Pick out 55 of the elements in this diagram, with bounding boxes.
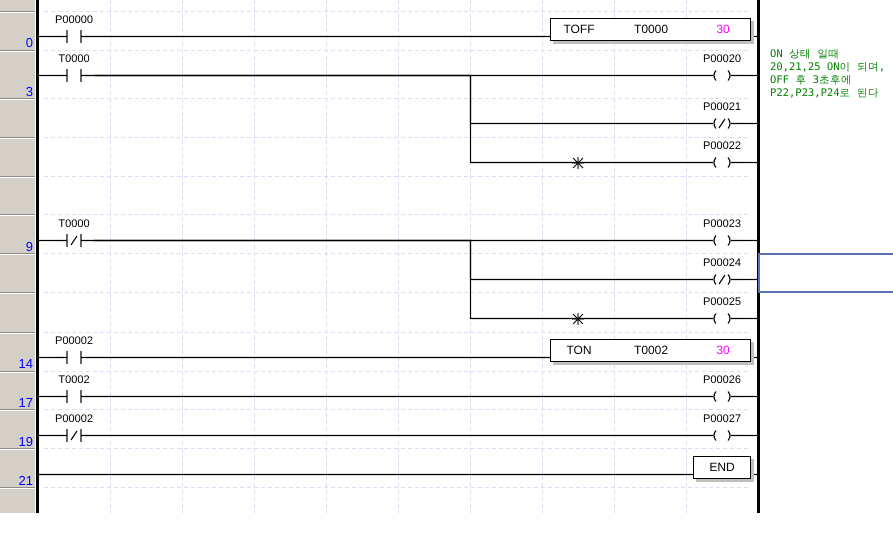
wire [742,162,757,164]
rung-number: 19 [18,435,33,449]
wire [39,36,54,38]
wire [742,396,757,398]
wire [39,74,54,76]
rung-number: 3 [24,85,33,99]
wire [39,434,54,436]
rung-number: 21 [18,474,33,488]
instruction-name: TON [565,343,593,358]
comment-text: ON 상태 일때 20,21,25 ON이 되며, OFF 후 3초후에 P22,P23,P24로 된다 [769,48,886,100]
preset-value: 30 [715,343,731,358]
device-label: P00025 [702,296,742,309]
timer-instruction [550,339,751,362]
wire [94,434,702,436]
preset-value: 30 [715,22,731,37]
device-label: P00024 [702,257,742,270]
wire [94,356,550,358]
selection-cursor [758,253,893,293]
wire [742,318,757,320]
wire [742,240,757,242]
device-label: P00027 [702,413,742,426]
wire [742,434,757,436]
wire [94,36,550,38]
device-label: P00002 [54,335,94,348]
wire [39,356,54,358]
device-label: P00000 [54,14,94,27]
wire [39,240,54,242]
rung-number: 9 [24,240,33,254]
device-label: P00022 [702,140,742,153]
wire [742,74,757,76]
wire [742,278,757,280]
device-label: P00002 [54,413,94,426]
power-rail [36,0,39,513]
end-instruction: END [693,456,751,479]
device-label: P00020 [702,53,742,66]
wire [742,122,757,124]
device-label: T0000 [57,53,91,66]
rung-number: 14 [18,357,33,371]
device-label: T0002 [57,374,91,387]
power-rail [757,0,760,513]
timer-address: T0000 [632,22,670,37]
timer-address: T0002 [632,343,670,358]
wire [94,74,702,164]
instruction-name: TOFF [562,22,596,37]
rung-number: 17 [18,396,33,410]
wire [39,474,693,476]
device-label: P00021 [702,101,742,114]
rung-number: 0 [24,36,33,50]
device-label: T0000 [57,218,91,231]
wire [39,396,54,398]
wire [94,396,702,398]
device-label: P00023 [702,218,742,231]
device-label: P00026 [702,374,742,387]
timer-instruction [550,18,751,41]
wire [94,240,702,320]
